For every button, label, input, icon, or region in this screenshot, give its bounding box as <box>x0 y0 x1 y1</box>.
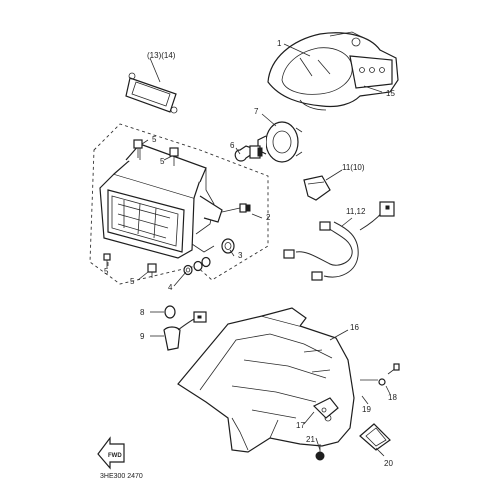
fwd-label: FWD <box>108 453 122 459</box>
label-11-12: 11,12 <box>346 207 366 216</box>
label-11-10: 11(10) <box>342 163 365 172</box>
label-5-bottom-left: 5 <box>104 267 109 276</box>
grommet-set <box>183 238 235 276</box>
label-2: 2 <box>266 213 271 222</box>
label-21: 21 <box>306 435 315 444</box>
headlight-unit <box>99 143 223 259</box>
label-1: 1 <box>277 39 282 48</box>
label-5-top-left: 5 <box>152 135 157 144</box>
adjuster-screw <box>221 203 251 213</box>
label-13-14: (13)(14) <box>147 51 176 60</box>
label-7: 7 <box>254 107 259 116</box>
label-19: 19 <box>362 405 371 414</box>
diagram-code: 3HE300 2470 <box>100 473 143 480</box>
bulb-socket <box>257 121 303 163</box>
label-20: 20 <box>384 459 393 468</box>
small-lens-part <box>125 72 178 114</box>
label-16: 16 <box>350 323 359 332</box>
label-15: 15 <box>386 89 395 98</box>
forward-arrow-icon: FWD <box>97 436 125 470</box>
label-5-bottom: 5 <box>130 277 135 286</box>
label-6: 6 <box>230 141 235 150</box>
indicator-bulb <box>303 175 331 201</box>
bracket <box>312 397 339 419</box>
callout-labels: 1 (13)(14) 15 7 6 5 5 5 5 2 3 4 11(10) 1… <box>104 39 397 468</box>
license-light-bulb <box>163 305 207 351</box>
meter-assembly <box>267 31 399 111</box>
screw <box>103 139 179 278</box>
assembly-boundary <box>89 123 269 285</box>
wire-harness <box>283 201 395 281</box>
label-17: 17 <box>296 421 305 430</box>
label-18: 18 <box>388 393 397 402</box>
label-5-top-right: 5 <box>160 157 165 166</box>
leader-lines <box>107 43 391 457</box>
reflector <box>359 423 391 451</box>
label-8: 8 <box>140 308 145 317</box>
rear-fender <box>177 307 355 453</box>
label-9: 9 <box>140 332 145 341</box>
bolt-and-washer <box>360 363 400 386</box>
headlight-bulb <box>234 145 263 162</box>
label-3: 3 <box>238 251 243 260</box>
nut <box>315 444 325 461</box>
label-4: 4 <box>168 283 173 292</box>
